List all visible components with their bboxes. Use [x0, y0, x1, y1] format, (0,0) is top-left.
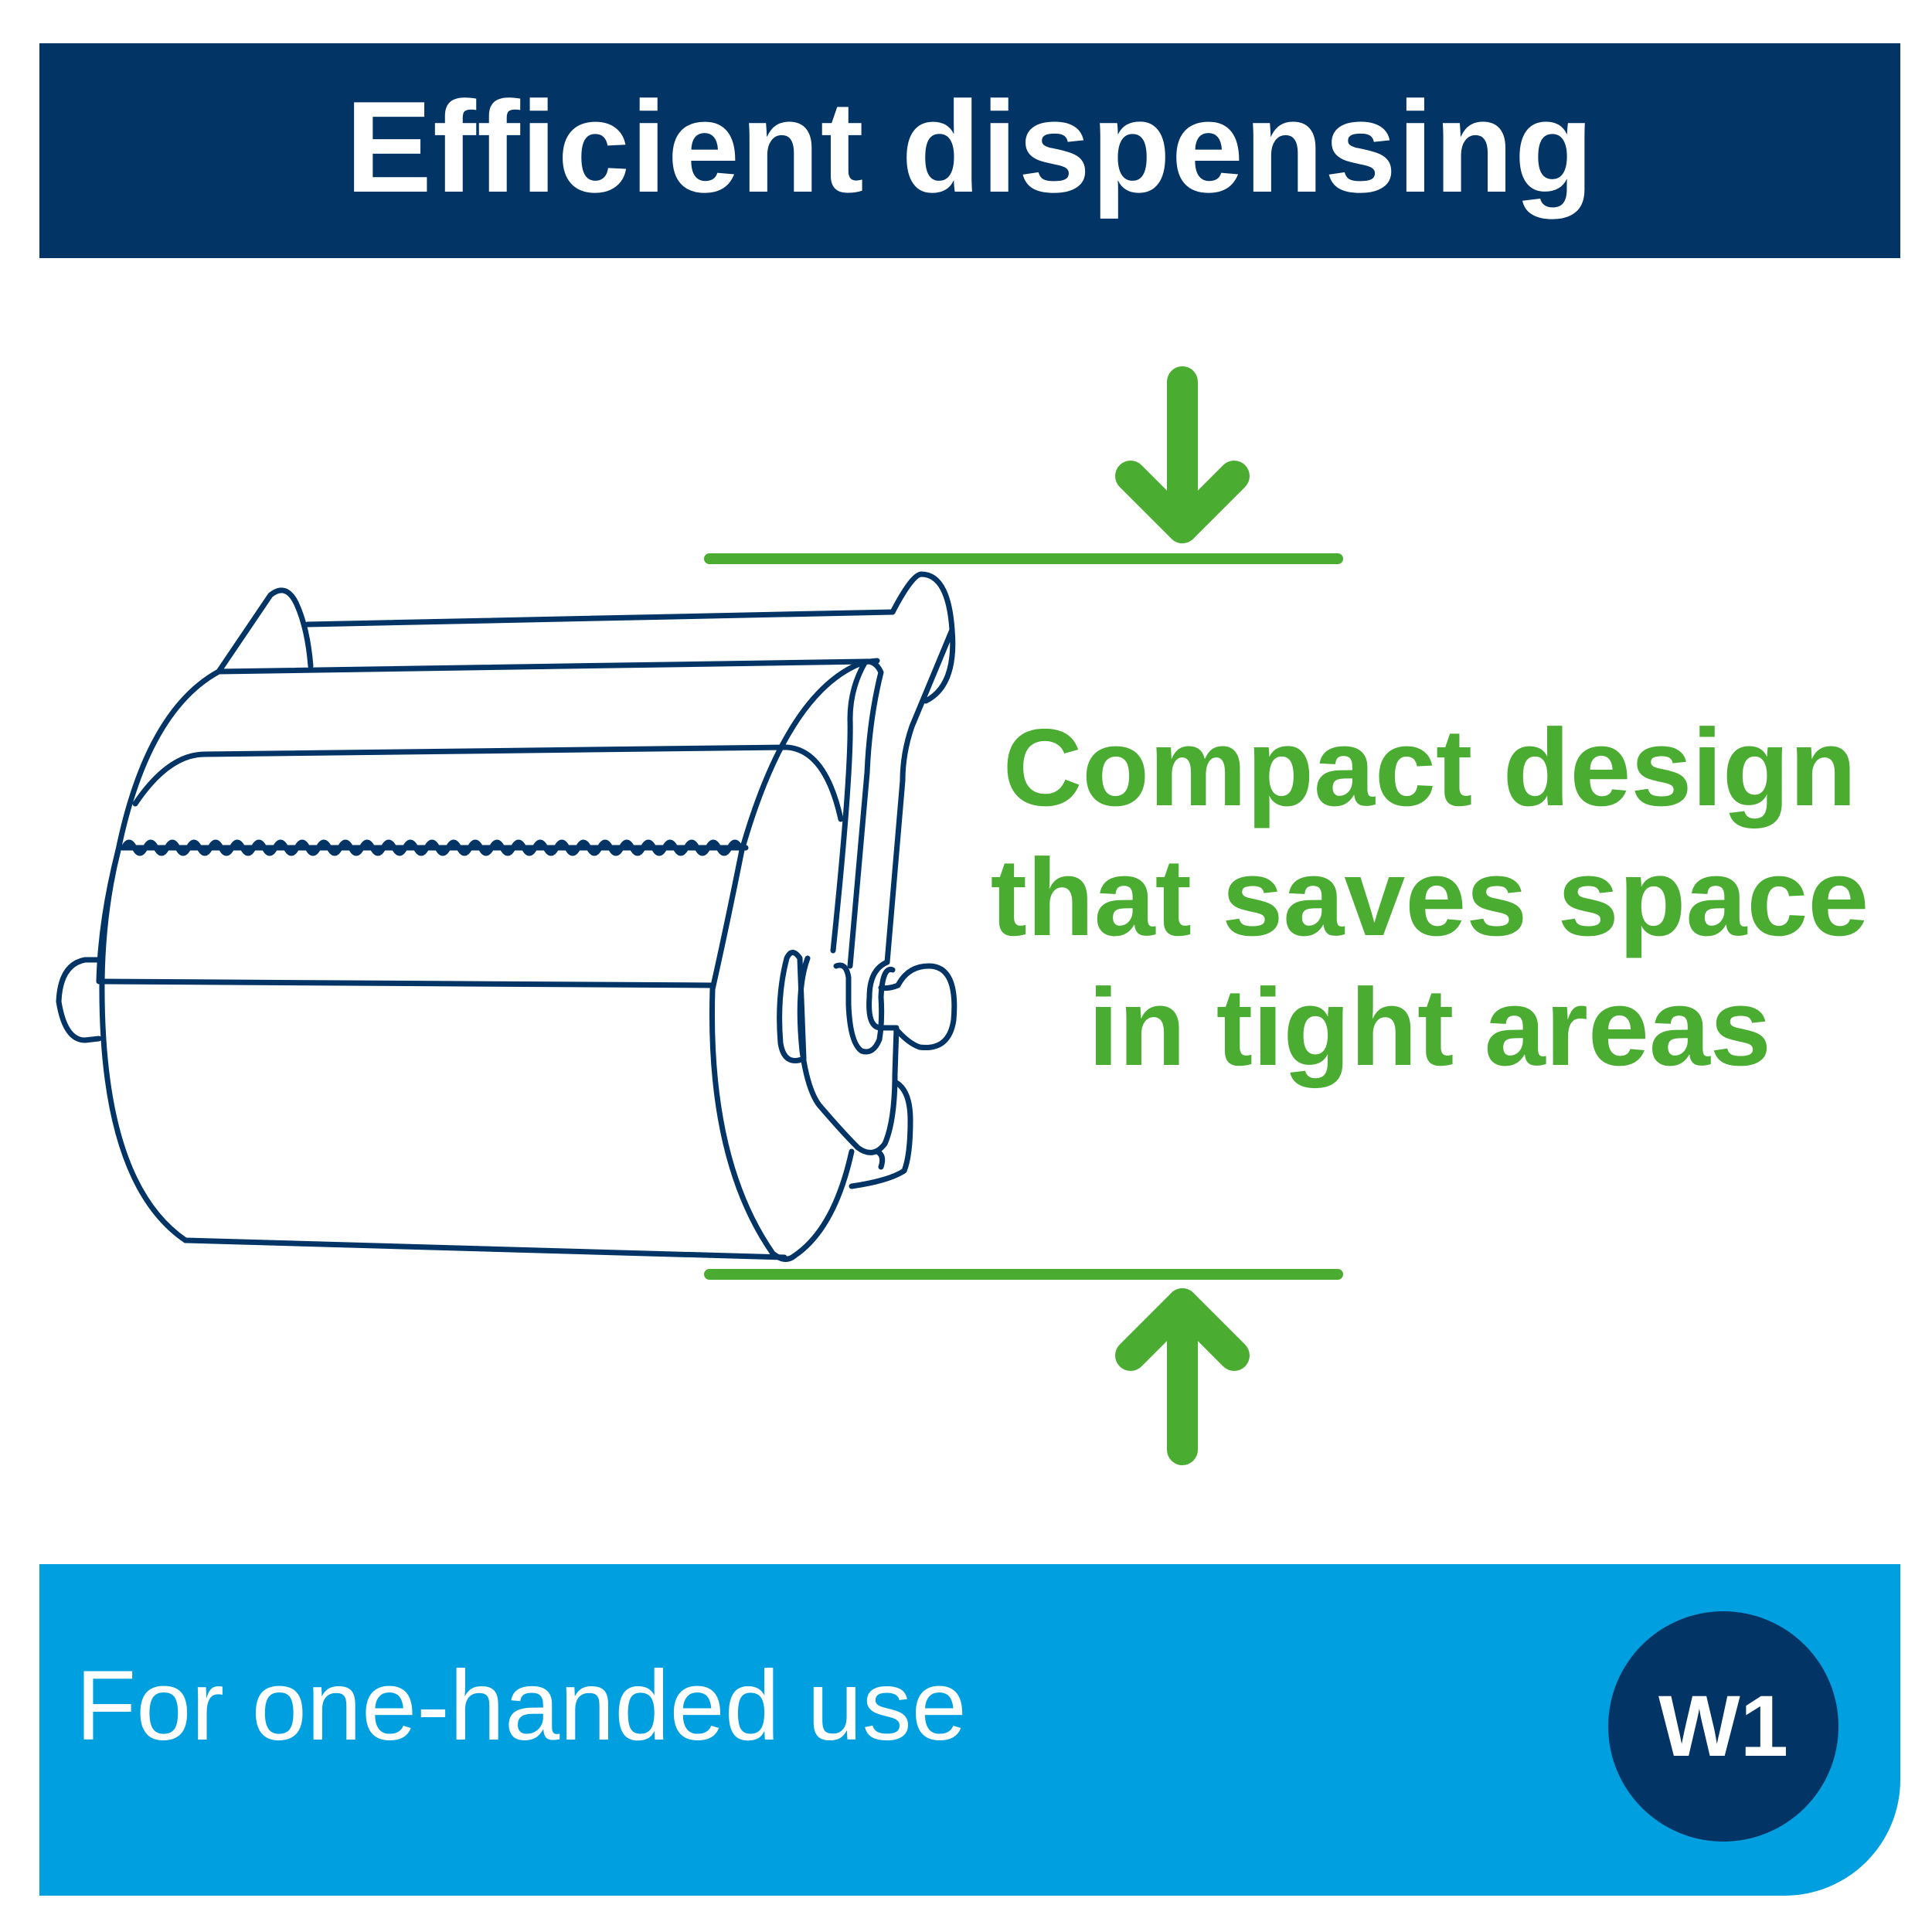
- arrow-up-icon: [1115, 1288, 1250, 1465]
- page-title: Efficient dispensing: [345, 74, 1595, 219]
- system-badge: W1: [1608, 1611, 1838, 1842]
- footer-caption: For one-handed use: [76, 1651, 967, 1761]
- feature-line-2: that saves space: [990, 836, 1869, 959]
- feature-line-3: in tight areas: [1088, 966, 1771, 1089]
- dispenser-icon: [56, 571, 957, 1262]
- feature-line-1: Compact design: [1002, 706, 1857, 829]
- arrow-down-icon: [1115, 366, 1250, 543]
- footer-banner: [39, 1564, 1900, 1896]
- badge-label: W1: [1658, 1678, 1788, 1774]
- header-banner: Efficient dispensing: [39, 43, 1900, 258]
- feature-description: Compact design that saves space in tight…: [951, 703, 1909, 1093]
